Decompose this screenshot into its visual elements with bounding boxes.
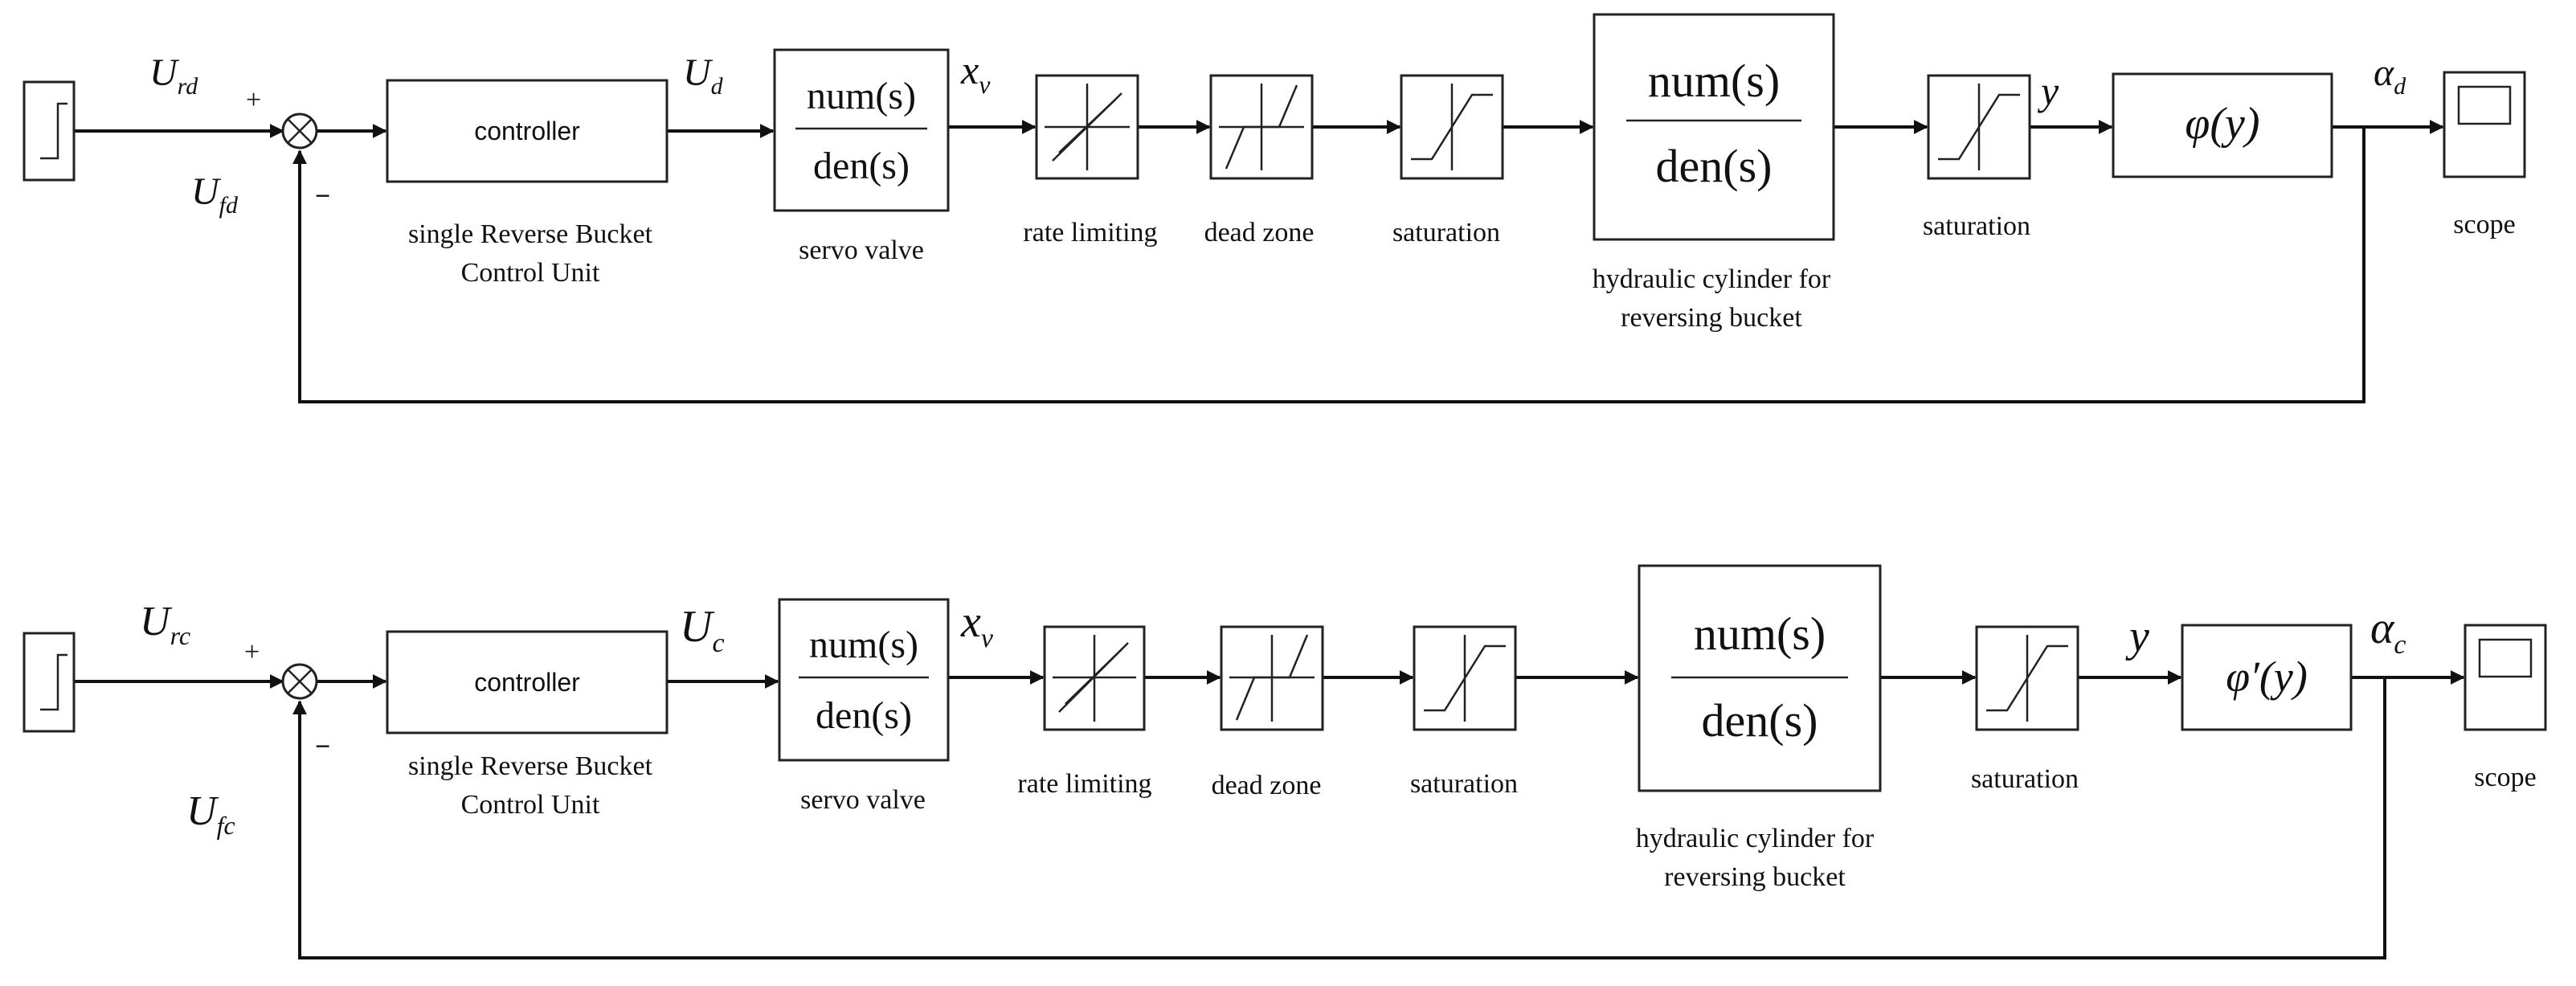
phi-prime-mapping-block[interactable]: φ′(y) bbox=[2181, 624, 2353, 731]
saturation-caption-2: saturation bbox=[1923, 211, 2030, 241]
controller-output-label: Ud bbox=[683, 51, 724, 100]
servo-denominator: den(s) bbox=[816, 694, 912, 737]
controller-block[interactable]: controller bbox=[386, 79, 669, 183]
scope-block[interactable] bbox=[2464, 624, 2547, 731]
cylinder-caption-line1: hydraulic cylinder for bbox=[1593, 264, 1831, 294]
saturation-block-2[interactable] bbox=[1927, 74, 2031, 180]
cylinder-output-label: y bbox=[2125, 612, 2149, 661]
feedback-signal-label: Ufd bbox=[191, 170, 239, 219]
signal-wires bbox=[74, 670, 2465, 959]
controller-output-label: Uc bbox=[680, 602, 725, 658]
servo-numerator: num(s) bbox=[807, 75, 916, 117]
rate-limiter-block[interactable] bbox=[1043, 625, 1146, 731]
feedback-signal-label: Ufc bbox=[186, 788, 235, 840]
rate-limiting-caption: rate limiting bbox=[1017, 769, 1151, 799]
controller-block[interactable]: controller bbox=[386, 630, 669, 734]
controller-label: controller bbox=[474, 117, 580, 145]
phi-mapping-block[interactable]: φ(y) bbox=[2112, 72, 2333, 178]
saturation-caption-1: saturation bbox=[1392, 218, 1500, 248]
servo-valve-block[interactable]: num(s) den(s) bbox=[773, 48, 950, 212]
phi-function-label: φ(y) bbox=[2185, 99, 2259, 149]
phi-prime-function-label: φ′(y) bbox=[2226, 653, 2308, 701]
loop-alpha-c: + − Urc Ufc Uc xv y αc controller single… bbox=[22, 564, 2547, 959]
hydraulic-cylinder-block[interactable]: num(s) den(s) bbox=[1593, 13, 1835, 241]
loop-alpha-d: + − Urd Ufd Ud xv y αd controller single… bbox=[22, 13, 2526, 403]
output-angle-label: αd bbox=[2374, 51, 2406, 100]
reference-signal-label: Urd bbox=[149, 51, 198, 100]
plus-sign: + bbox=[244, 637, 260, 667]
dead-zone-caption: dead zone bbox=[1212, 771, 1322, 800]
scope-caption: scope bbox=[2474, 763, 2536, 792]
minus-sign: − bbox=[315, 732, 330, 762]
valve-output-label: xv bbox=[960, 47, 991, 99]
rate-limiter-block[interactable] bbox=[1035, 74, 1139, 180]
controller-caption-line2: Control Unit bbox=[461, 258, 600, 288]
cylinder-caption-line2: reversing bucket bbox=[1664, 862, 1846, 892]
saturation-block-2[interactable] bbox=[1975, 625, 2079, 731]
cylinder-caption-line2: reversing bucket bbox=[1621, 303, 1802, 333]
dead-zone-block[interactable] bbox=[1220, 625, 1324, 731]
saturation-block-1[interactable] bbox=[1400, 74, 1504, 180]
step-source[interactable] bbox=[22, 632, 76, 733]
reference-signal-label: Urc bbox=[140, 599, 190, 650]
dead-zone-caption: dead zone bbox=[1204, 218, 1315, 248]
step-source[interactable] bbox=[22, 80, 76, 182]
summing-junction bbox=[281, 663, 318, 700]
saturation-block-1[interactable] bbox=[1413, 625, 1517, 731]
output-angle-label: αc bbox=[2370, 603, 2406, 660]
minus-sign: − bbox=[315, 182, 330, 211]
cylinder-denominator: den(s) bbox=[1702, 694, 1818, 747]
controller-label: controller bbox=[474, 668, 580, 697]
saturation-caption-1: saturation bbox=[1410, 769, 1518, 799]
valve-output-label: xv bbox=[960, 597, 994, 653]
saturation-caption-2: saturation bbox=[1971, 764, 2079, 794]
scope-caption: scope bbox=[2453, 210, 2515, 239]
controller-caption-line1: single Reverse Bucket bbox=[408, 751, 653, 781]
servo-valve-caption: servo valve bbox=[799, 235, 924, 265]
dead-zone-block[interactable] bbox=[1209, 74, 1314, 180]
cylinder-numerator: num(s) bbox=[1694, 608, 1826, 660]
controller-caption-line1: single Reverse Bucket bbox=[408, 219, 653, 249]
cylinder-numerator: num(s) bbox=[1648, 55, 1780, 107]
cylinder-output-label: y bbox=[2037, 68, 2059, 113]
servo-valve-caption: servo valve bbox=[800, 785, 926, 815]
rate-limiting-caption: rate limiting bbox=[1023, 218, 1157, 248]
cylinder-caption-line1: hydraulic cylinder for bbox=[1636, 824, 1875, 853]
cylinder-denominator: den(s) bbox=[1656, 140, 1773, 192]
servo-valve-block[interactable]: num(s) den(s) bbox=[778, 598, 950, 762]
plus-sign: + bbox=[246, 85, 261, 115]
servo-numerator: num(s) bbox=[809, 624, 918, 666]
summing-junction bbox=[281, 113, 318, 149]
controller-caption-line2: Control Unit bbox=[461, 790, 600, 820]
servo-denominator: den(s) bbox=[813, 145, 910, 187]
scope-block[interactable] bbox=[2443, 71, 2526, 178]
hydraulic-cylinder-block[interactable]: num(s) den(s) bbox=[1638, 564, 1882, 792]
signal-wires bbox=[74, 120, 2444, 403]
